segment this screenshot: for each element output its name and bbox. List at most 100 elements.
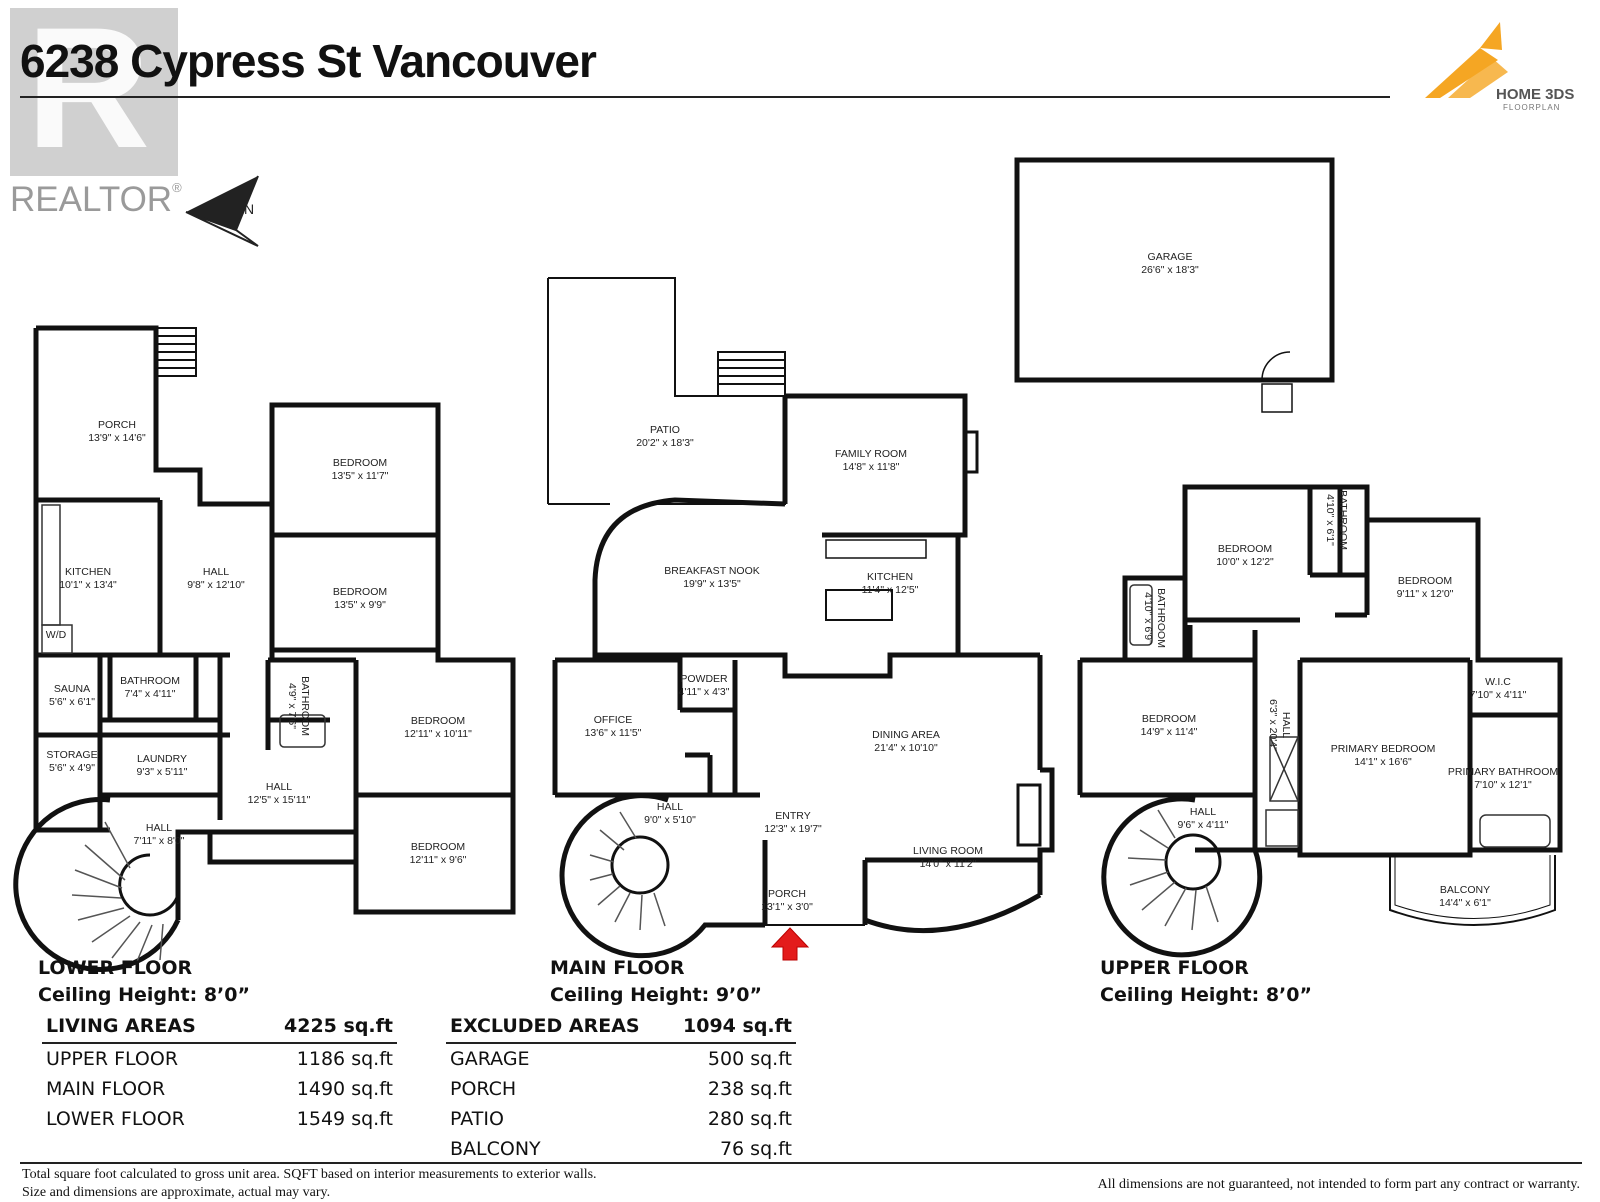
room-name: BEDROOM — [333, 457, 387, 469]
room-name: FAMILY ROOM — [835, 448, 907, 460]
footer-divider — [20, 1162, 1582, 1164]
room-name: BEDROOM — [1142, 713, 1196, 725]
room-dimensions: 4'11" x 4'3" — [679, 686, 730, 698]
room-dimensions: 12'11" x 10'11" — [404, 728, 472, 740]
page-title: 6238 Cypress St Vancouver — [20, 35, 597, 87]
room-name: PATIO — [650, 424, 680, 436]
room-name: HALL — [657, 801, 683, 813]
ceiling-height: Ceiling Height: 8’0” — [38, 984, 250, 1006]
room-dimensions: 14'1" x 16'6" — [1354, 756, 1412, 768]
room-name: DINING AREA — [872, 729, 940, 741]
room-name: PORCH — [768, 888, 806, 900]
room-dimensions: 13'6" x 11'5" — [585, 727, 642, 739]
room-dimensions: 7'10" x 4'11" — [1470, 689, 1527, 701]
compass-label: N — [244, 201, 254, 217]
room-name: HALL — [203, 566, 229, 578]
room-dimensions: 12'3" x 19'7" — [764, 823, 822, 835]
floor-label-lower: LOWER FLOOR Ceiling Height: 8’0” — [38, 955, 250, 1009]
room-dimensions: 7'11" x 8'0" — [134, 835, 185, 847]
upper-walls — [1080, 484, 1563, 858]
room-name: BATHROOM — [299, 676, 311, 736]
room-dimensions: 14'8" x 11'8" — [843, 461, 900, 473]
room-name: BATHROOM — [120, 675, 180, 687]
room-dimensions: 4'10" x 6'1" — [1324, 494, 1336, 546]
upper-balcony — [1389, 855, 1556, 926]
room-name: PRIMARY BATHROOM — [1448, 766, 1558, 778]
floor-label-upper: UPPER FLOOR Ceiling Height: 8’0” — [1100, 955, 1312, 1009]
room-name: W/D — [46, 629, 67, 641]
room-dimensions: 4'10" x 6'9" — [1142, 592, 1154, 644]
room-name: PORCH — [98, 419, 136, 431]
room-name: GARAGE — [1148, 251, 1193, 263]
room-dimensions: 7'4" x 4'11" — [125, 688, 176, 700]
room-name: BEDROOM — [1398, 575, 1452, 587]
room-dimensions: 7'10" x 12'1" — [1474, 779, 1532, 791]
compass-icon — [185, 175, 259, 247]
main-patio-outline — [548, 277, 786, 505]
room-name: BATHROOM — [1155, 588, 1167, 648]
room-dimensions: 14'0" x 11'2" — [920, 858, 977, 870]
room-name: HALL — [266, 781, 292, 793]
room-name: BALCONY — [1440, 884, 1490, 896]
floor-label-main: MAIN FLOOR Ceiling Height: 9’0” — [550, 955, 762, 1009]
room-name: POWDER — [680, 673, 728, 685]
ceiling-height: Ceiling Height: 9’0” — [550, 984, 762, 1006]
room-dimensions: 20'2" x 18'3" — [636, 437, 694, 449]
ceiling-height: Ceiling Height: 8’0” — [1100, 984, 1312, 1006]
room-name: BEDROOM — [411, 841, 465, 853]
main-nook-curve — [592, 497, 786, 658]
room-label-upper: W.I.C7'10" x 4'11" — [1470, 676, 1527, 701]
room-dimensions: 10'1" x 13'4" — [59, 579, 117, 591]
room-name: W.I.C — [1485, 676, 1511, 688]
room-dimensions: 13'5" x 9'9" — [334, 599, 386, 611]
room-dimensions: 9'8" x 12'10" — [187, 579, 245, 591]
room-name: SAUNA — [54, 683, 90, 695]
brand-subtitle: FLOORPLAN — [1503, 103, 1561, 112]
room-label-lower: W/D — [46, 629, 67, 641]
room-dimensions: 6'3" x 20'4" — [1267, 699, 1279, 751]
brand-logo-icon — [1425, 22, 1508, 98]
entry-arrow — [770, 927, 810, 961]
floor-name: UPPER FLOOR — [1100, 957, 1249, 979]
room-dimensions: 5'6" x 4'9" — [49, 762, 95, 774]
room-dimensions: 26'6" x 18'3" — [1141, 264, 1199, 276]
room-dimensions: 13'1" x 3'0" — [761, 901, 813, 913]
room-name: BATHROOM — [1337, 490, 1349, 550]
realtor-watermark: R REALTOR® — [8, 2, 182, 219]
footer-disclaimer-left: Total square foot calculated to gross un… — [22, 1167, 597, 1200]
room-name: LAUNDRY — [137, 753, 187, 765]
room-dimensions: 13'5" x 11'7" — [332, 470, 389, 482]
footer-disclaimer-right: All dimensions are not guaranteed, not i… — [1097, 1177, 1580, 1192]
room-name: HALL — [146, 822, 172, 834]
room-dimensions: 9'6" x 4'11" — [1178, 819, 1229, 831]
room-dimensions: 19'9" x 13'5" — [683, 578, 741, 590]
